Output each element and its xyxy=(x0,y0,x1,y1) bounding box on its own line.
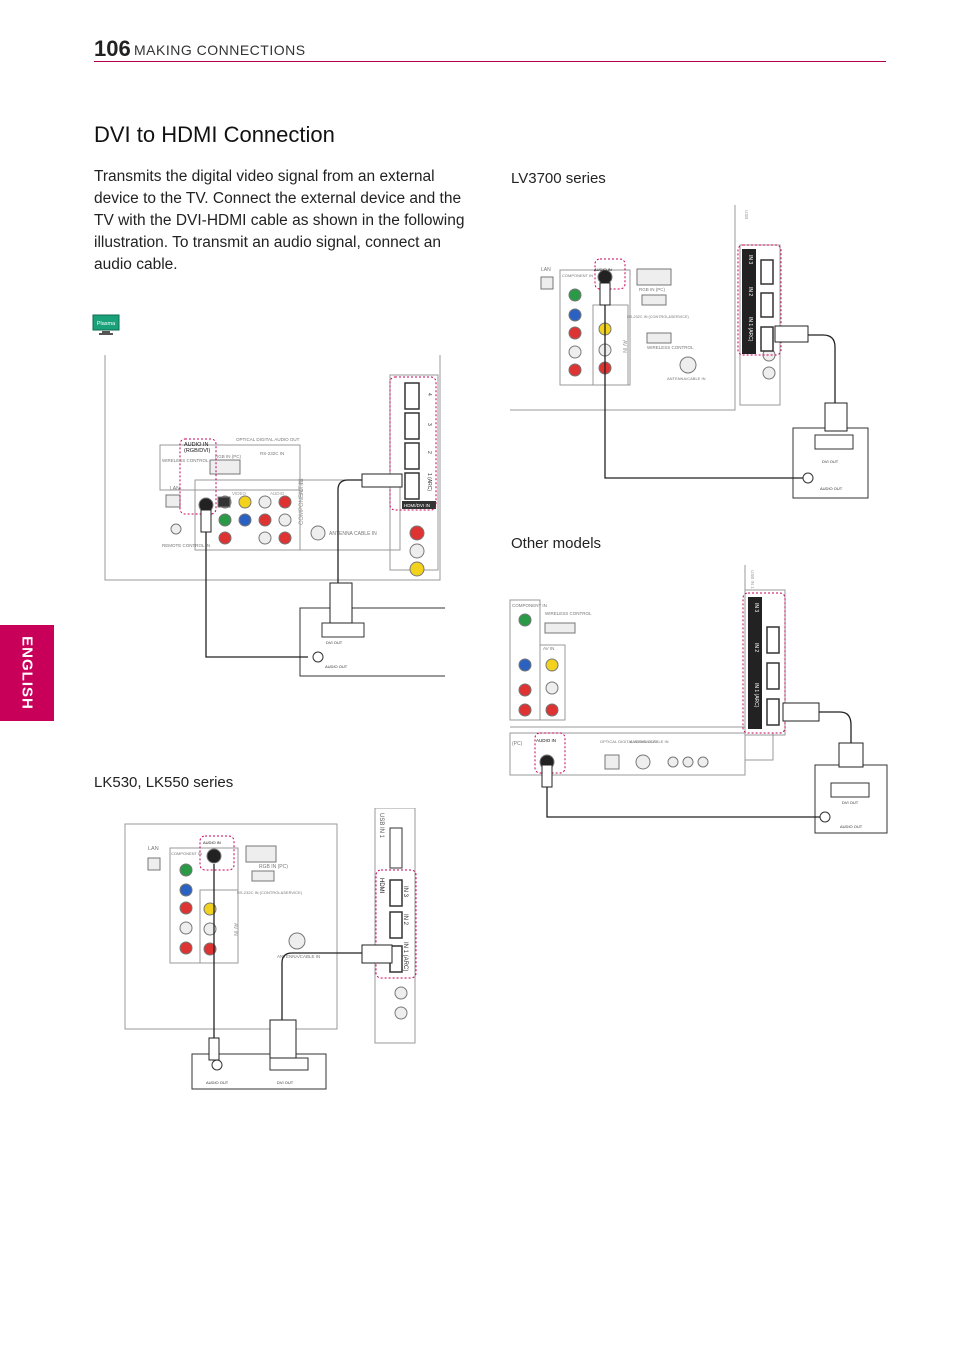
lv-label-rs232: RS-232C IN (CONTROL&SERVICE) xyxy=(627,315,689,319)
label-port-4: 4 xyxy=(426,393,432,396)
lv-label-hdmi-in3: IN 3 xyxy=(747,255,753,264)
lk-label-dvi-out: DVI OUT xyxy=(277,1080,294,1085)
caption-other-models: Other models xyxy=(511,535,602,552)
page-number: 106 xyxy=(94,36,131,61)
label-hdmi-dvi: HDMI/DVI IN xyxy=(404,503,430,508)
language-tab: ENGLISH xyxy=(0,625,54,721)
lk-label-antenna: ANTENNA/CABLE IN xyxy=(277,954,320,959)
other-label-audio-in: AUDIO IN xyxy=(536,738,556,743)
label-dvi-out: DVI OUT xyxy=(326,640,343,645)
label-av-in: AV IN xyxy=(299,480,305,495)
other-label-in3: IN 3 xyxy=(753,603,759,612)
lv-label-hdmi-in1: IN 1 (ARC) xyxy=(747,317,753,342)
lk-label-rs232: RS-232C IN (CONTROL&SERVICE) xyxy=(237,890,303,895)
label-antenna: ANTENNA CABLE IN xyxy=(329,531,377,537)
section-title: MAKING CONNECTIONS xyxy=(134,42,306,58)
other-label-wireless: WIRELESS CONTROL xyxy=(545,611,592,616)
other-label-usb: USB IN 1 xyxy=(750,570,755,589)
lk-label-in1: IN 1 (ARC) xyxy=(402,942,408,971)
plasma-tv-icon: Plasma xyxy=(92,314,120,335)
label-wireless: WIRELESS CONTROL xyxy=(162,458,209,463)
lv-label-antenna: ANTENNA/CABLE IN xyxy=(667,376,706,381)
label-audio-in: AUDIO IN xyxy=(184,442,208,448)
label-remote: REMOTE CONTROL IN xyxy=(162,543,210,548)
other-label-av-in: AV IN xyxy=(543,646,554,651)
page-title: DVI to HDMI Connection xyxy=(94,122,335,147)
plasma-badge-label: Plasma xyxy=(97,321,116,327)
intro-paragraph: Transmits the digital video signal from … xyxy=(94,168,465,273)
label-port-2: 2 xyxy=(426,451,432,454)
lk-label-component: COMPONENT IN xyxy=(171,851,202,856)
caption-lk530: LK530, LK550 series xyxy=(94,774,234,791)
label-lan: LAN xyxy=(170,486,180,492)
other-label-in1: IN 1 (ARC) xyxy=(753,683,759,708)
lv-label-wireless: WIRELESS CONTROL xyxy=(647,345,694,350)
label-port-1-arc: 1 (ARC) xyxy=(426,473,432,491)
lv-label-audio-out: AUDIO OUT xyxy=(820,486,843,491)
lv-label-rgb-in: RGB IN (PC) xyxy=(639,287,666,292)
lv-label-usb: USB xyxy=(744,210,749,219)
label-optical: OPTICAL DIGITAL AUDIO OUT xyxy=(236,437,300,442)
header-rule xyxy=(94,61,886,62)
caption-lv3700: LV3700 series xyxy=(511,170,606,187)
lk-label-hdmi: HDMI xyxy=(378,878,384,894)
other-label-optical: OPTICAL DIGITAL AUDIO OUT xyxy=(600,739,657,744)
lk-label-lan: LAN xyxy=(148,846,159,852)
lk-label-audio-in: AUDIO IN xyxy=(203,840,221,845)
lk-label-in3: IN 3 xyxy=(402,886,408,898)
label-component: COMPONENT IN xyxy=(299,478,305,525)
lv-label-dvi-out: DVI OUT xyxy=(822,459,839,464)
lv-label-component: COMPONENT IN xyxy=(562,273,593,278)
label-rgb-in: RGB IN (PC) xyxy=(215,454,242,459)
other-label-pc: (PC) xyxy=(512,741,523,747)
label-video: VIDEO xyxy=(232,491,247,496)
label-port-3: 3 xyxy=(426,423,432,426)
label-rgb-dvi: (RGB/DVI) xyxy=(184,448,210,454)
diagram-lv3700: AUDIO IN RGB IN (PC) RS-232C IN (CONTROL… xyxy=(510,205,869,499)
diagram-plasma: AUDIO IN (RGB/DVI) RGB IN (PC) OPTICAL D… xyxy=(104,355,445,677)
lk-label-audio-out: AUDIO OUT xyxy=(206,1080,229,1085)
lk-label-av-in: AV IN xyxy=(232,923,238,936)
other-label-audio-out: AUDIO OUT xyxy=(840,824,863,829)
other-label-component: COMPONENT IN xyxy=(512,603,547,608)
other-label-dvi-out: DVI OUT xyxy=(842,800,859,805)
lv-label-lan: LAN xyxy=(541,267,551,273)
label-audio-out: AUDIO OUT xyxy=(325,664,348,669)
lv-label-hdmi-in2: IN 2 xyxy=(747,287,753,296)
label-rs232: RS-232C IN xyxy=(260,451,284,456)
diagram-lk530: AUDIO IN RGB IN (PC) RS-232C IN (CONTROL… xyxy=(124,808,417,1090)
other-label-antenna: ANTENNA/CABLE IN xyxy=(630,739,669,744)
lv-label-audio-in: AUDIO IN xyxy=(594,267,612,272)
language-tab-label: ENGLISH xyxy=(18,636,36,710)
other-label-in2: IN 2 xyxy=(753,643,759,652)
lk-label-rgb-in: RGB IN (PC) xyxy=(259,864,288,870)
lv-label-av-in: AV IN xyxy=(621,340,627,353)
lk-label-usb-in: USB IN 1 xyxy=(378,813,384,839)
label-audio: AUDIO xyxy=(270,491,285,496)
diagram-other-models: COMPONENT IN WIRELESS CONTROL AV IN (PC)… xyxy=(509,565,888,834)
lk-label-in2: IN 2 xyxy=(402,914,408,926)
